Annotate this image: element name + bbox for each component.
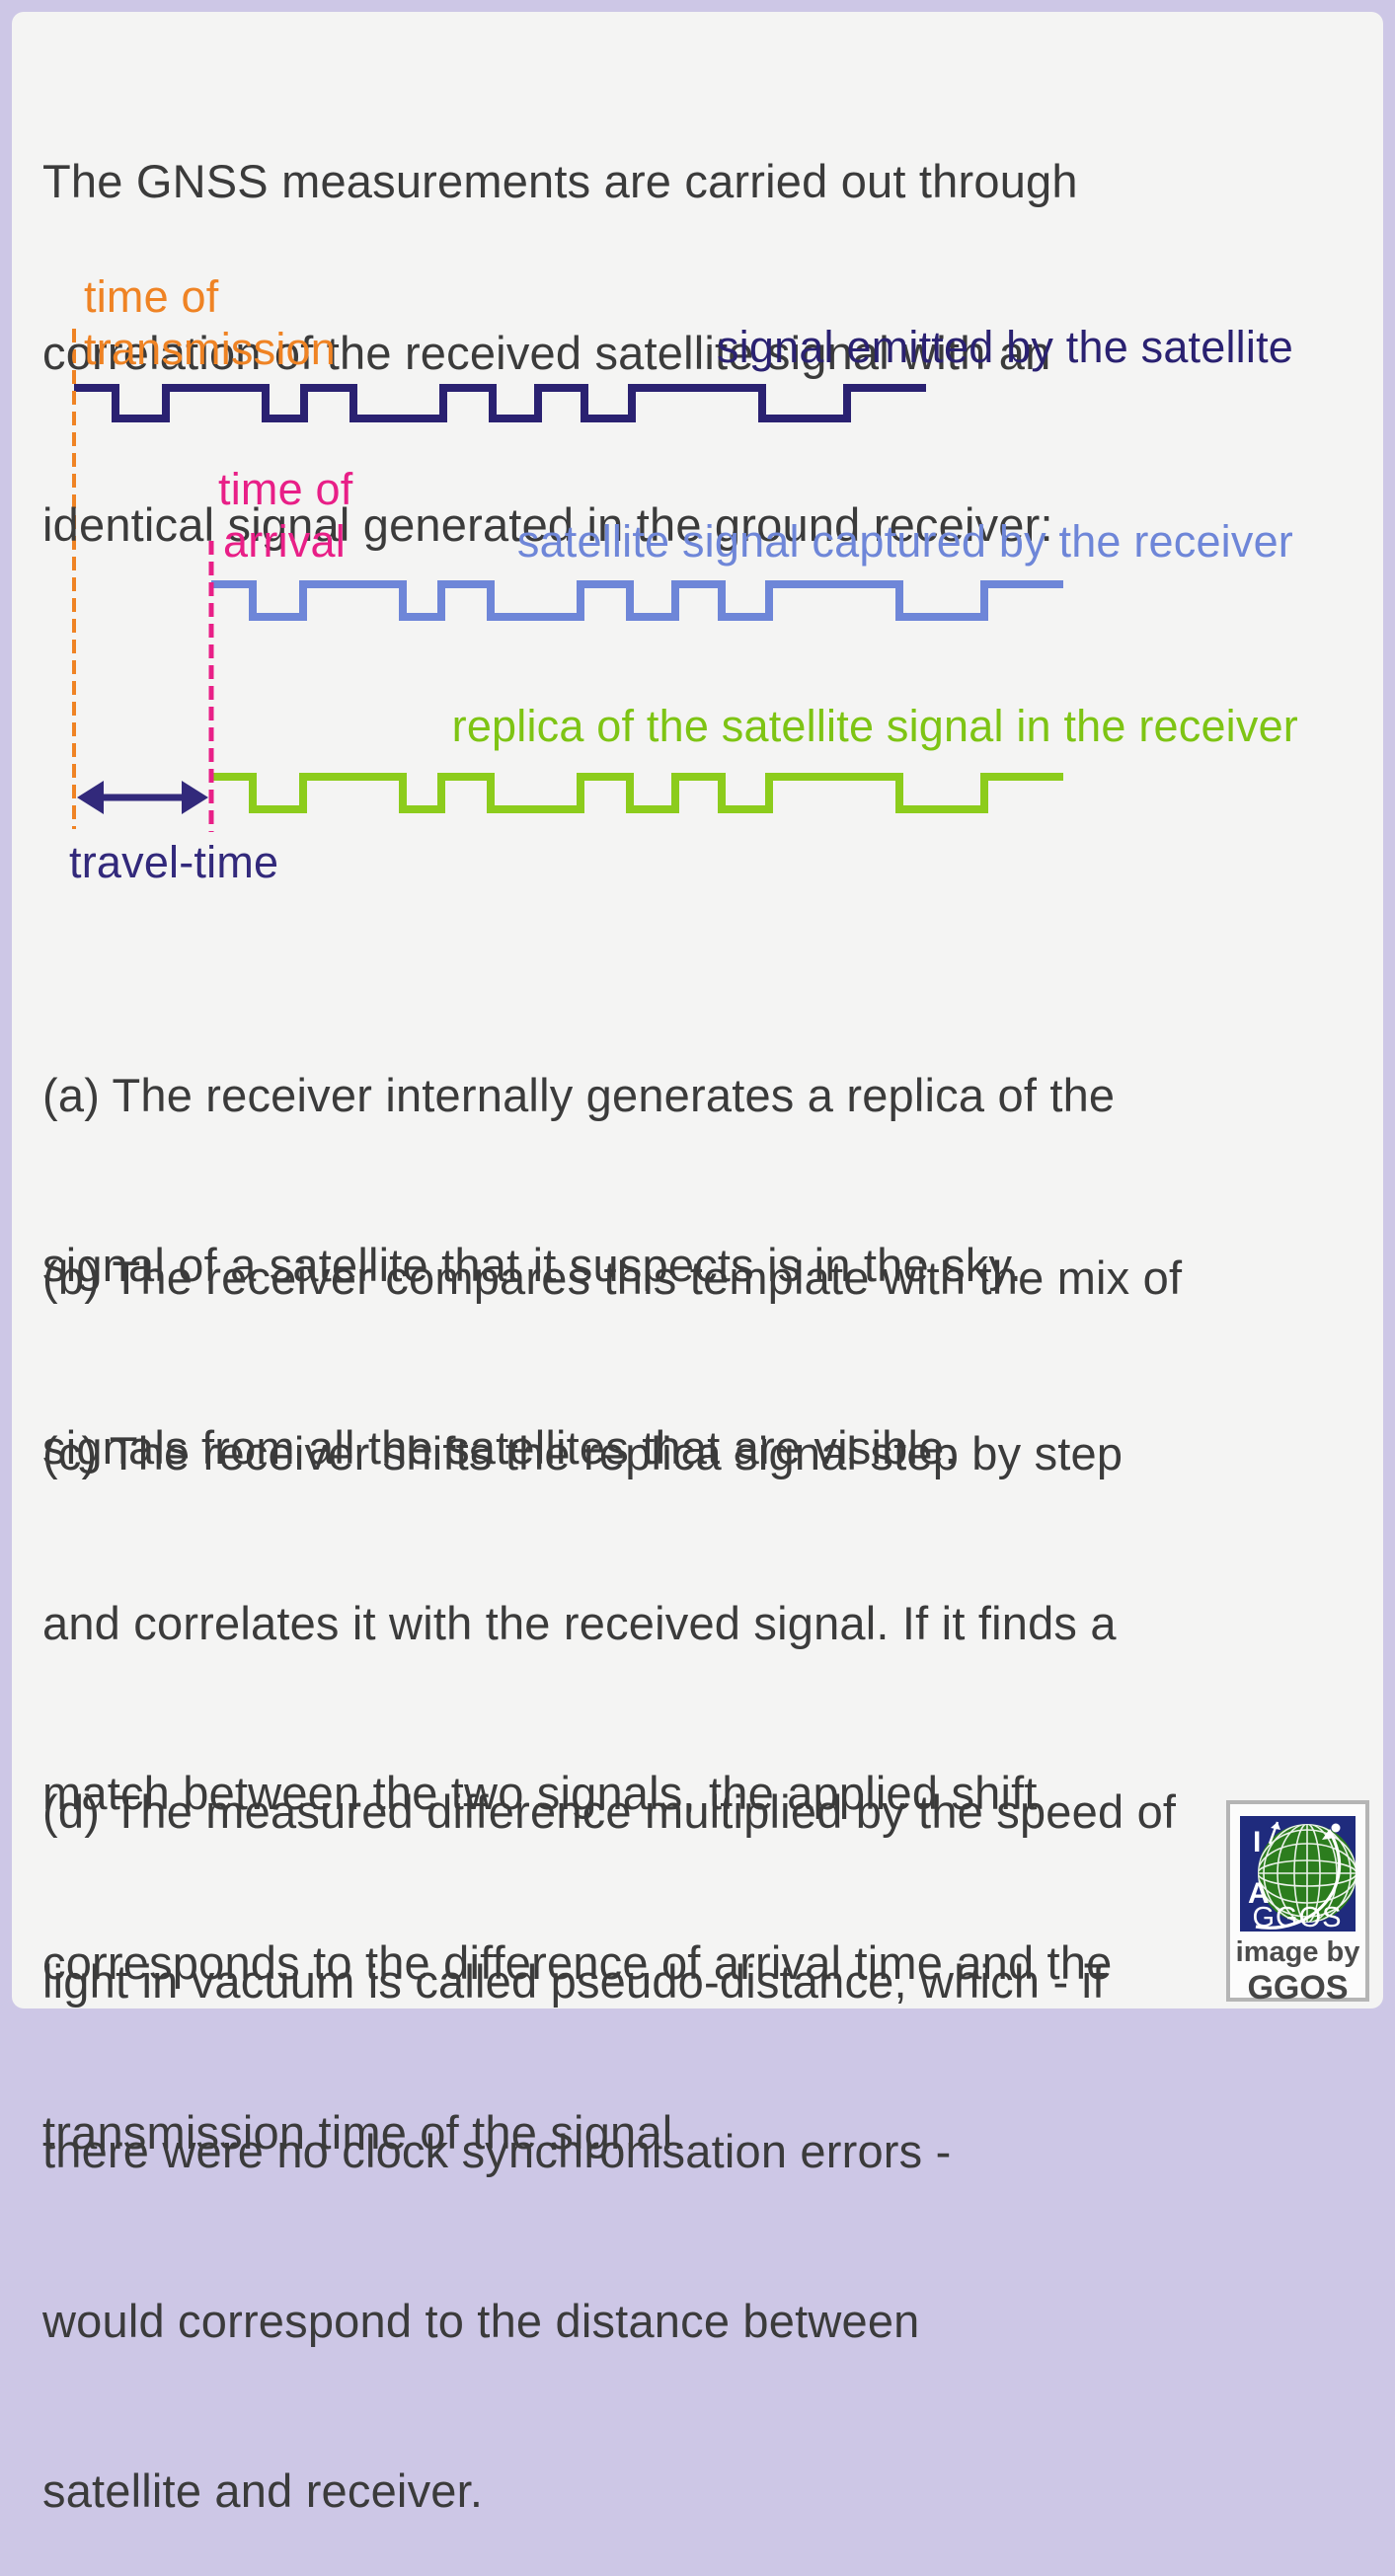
paragraph-a-line: signal of a satellite that it suspects i… — [42, 1239, 1022, 1291]
time-of-arrival-label-line1: time of — [218, 464, 353, 514]
logo-caption-ggos: GGOS — [1247, 1969, 1349, 2007]
emblem-ggos-text: GGOS — [1252, 1902, 1342, 1932]
logo-caption-image-by: image by — [1235, 1936, 1360, 1968]
paragraph-b-line: (b) The receiver compares this template … — [42, 1251, 1183, 1304]
time-of-transmission-label-line2: transmission — [84, 324, 336, 374]
ggos-logo: I A GGOS image by GGOS — [1226, 1800, 1369, 2007]
intro-line: The GNSS measurements are carried out th… — [42, 155, 1078, 207]
paragraph-c-line: match between the two signals, the appli… — [42, 1767, 1038, 1819]
paragraph-d: (d) The measured difference multiplied b… — [42, 1673, 1176, 2576]
paragraph-c-line: and correlates it with the received sign… — [42, 1597, 1117, 1649]
orbit-arrow-icon — [1255, 1821, 1342, 1930]
paragraph-c-line: (c) The receiver shifts the replica sign… — [42, 1427, 1124, 1479]
intro-line: identical signal generated in the ground… — [42, 498, 1053, 551]
time-of-transmission-label-line1: time of — [84, 271, 219, 322]
paragraph-a-line: (a) The receiver internally generates a … — [42, 1069, 1116, 1121]
paragraph-a: (a) The receiver internally generates a … — [42, 956, 1115, 1350]
gnss-figure: { "frame": { "border_color": "#cdc7e6", … — [12, 12, 1383, 2517]
travel-time-label: travel-time — [69, 837, 279, 887]
paragraph-c-line: corresponds to the difference of arrival… — [42, 1936, 1113, 1989]
figure-background — [12, 12, 1383, 2008]
captured-signal-wave — [211, 580, 1063, 621]
captured-signal-label: satellite signal captured by the receive… — [516, 516, 1293, 567]
travel-time-arrow — [77, 781, 208, 814]
paragraph-d-line: (d) The measured difference multiplied b… — [42, 1785, 1177, 1838]
intro-line: correlation of the received satellite si… — [42, 327, 1051, 379]
replica-signal-wave — [211, 773, 1063, 813]
time-of-arrival-label-line2: arrival — [223, 516, 346, 567]
paragraph-d-line: satellite and receiver. — [42, 2464, 484, 2517]
paragraph-b-line: signals from all the satellites that are… — [42, 1421, 958, 1474]
paragraph-d-line: there were no clock synchronisation erro… — [42, 2125, 952, 2177]
paragraph-d-line: light in vacuum is called pseudo-distanc… — [42, 1955, 1106, 2008]
paragraph-b: (b) The receiver compares this template … — [42, 1139, 1182, 1533]
intro-paragraph: The GNSS measurements are carried out th… — [42, 41, 1078, 611]
iag-ggos-emblem: I A GGOS — [1240, 1816, 1356, 1932]
emitted-signal-label: signal emitted by the satellite — [716, 322, 1293, 372]
emblem-letter-i: I — [1253, 1826, 1261, 1858]
emblem-letter-a: A — [1248, 1877, 1270, 1910]
replica-signal-label: replica of the satellite signal in the r… — [451, 701, 1298, 751]
signal-diagram-svg — [72, 329, 1063, 832]
emitted-signal-wave — [74, 384, 926, 422]
paragraph-d-line: would correspond to the distance between — [42, 2295, 920, 2347]
